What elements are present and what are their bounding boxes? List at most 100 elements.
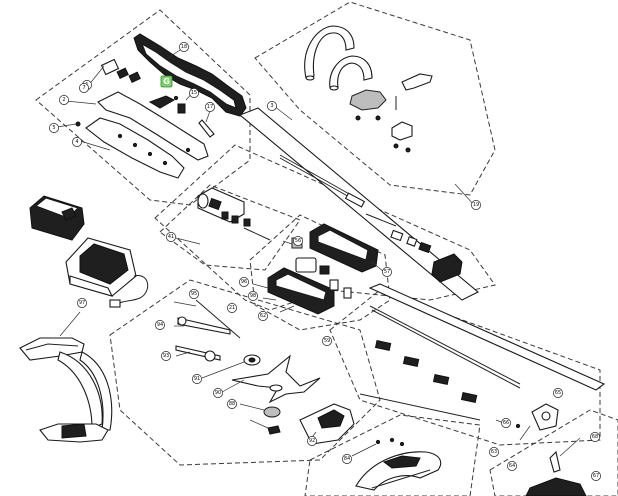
battery-latch: [61, 207, 77, 221]
leader-line: [519, 425, 531, 441]
brush-holder: [243, 218, 251, 227]
callout-circle: [213, 388, 223, 398]
bearing: [406, 236, 418, 247]
callout-circle: [161, 351, 171, 361]
callout-circle: [258, 311, 268, 321]
group-outline-guard: [304, 414, 481, 496]
callout-number: 96: [241, 279, 247, 285]
callout-circle: [192, 374, 202, 384]
tube-rod: [369, 305, 521, 385]
callout-94: 94: [155, 320, 165, 330]
callout-19: 19: [471, 200, 481, 210]
guard-strip: [371, 469, 431, 489]
callout-number: 68: [592, 434, 598, 440]
callout-circle: [590, 432, 600, 442]
callout-number: 66: [503, 420, 509, 426]
callout-circle: [79, 83, 89, 93]
leader-line: [201, 361, 245, 379]
callout-5: 5: [49, 123, 59, 133]
callout-84: 84: [342, 454, 352, 464]
highlight-badge[interactable]: G: [160, 75, 173, 88]
callout-number: 90: [215, 390, 221, 396]
callout-number: 19: [473, 202, 479, 208]
tube-label: [432, 374, 450, 385]
callout-65: 65: [553, 388, 563, 398]
callout-number: 7: [82, 85, 85, 91]
charger-plug: [109, 299, 121, 308]
tube-long: [368, 283, 606, 391]
callout-number: 65: [555, 390, 561, 396]
lower-guard: [351, 437, 442, 491]
bracket-arm: [401, 73, 433, 91]
brush-holder: [221, 211, 229, 220]
group-outline-gearhead: [489, 409, 618, 496]
callout-95: 95: [189, 289, 199, 299]
callout-number: 59: [324, 338, 330, 344]
charger-front: [69, 275, 114, 297]
extension-tube: [359, 283, 606, 421]
handle-housing-other-half: [97, 91, 209, 161]
callout-63: 63: [489, 447, 499, 457]
callout-number: 56: [295, 238, 301, 244]
callout-circle: [239, 277, 249, 287]
callout-93: 93: [161, 351, 171, 361]
guard-shield: [355, 451, 442, 491]
motor-magnet: [208, 197, 222, 211]
pcb-detail: [317, 229, 369, 261]
gearhead-bearing: [541, 411, 551, 421]
leader-line: [59, 311, 81, 337]
callout-number: 98: [250, 293, 256, 299]
callout-circle: [591, 471, 601, 481]
group-outline-loop-handle: [254, 1, 496, 196]
callout-21: 21: [227, 303, 237, 313]
callout-number: 41: [168, 234, 174, 240]
trigger-lever: [148, 95, 176, 109]
callout-17: 17: [205, 102, 215, 112]
motor-body: [197, 187, 245, 223]
callout-circle: [72, 137, 82, 147]
leader-line: [559, 437, 581, 457]
terminal-block-detail: [275, 273, 327, 301]
callout-92: 92: [307, 436, 317, 446]
callout-circle: [189, 289, 199, 299]
callout-circle: [59, 95, 69, 105]
connector: [319, 265, 330, 275]
callout-number: 17: [207, 104, 213, 110]
leader-line: [175, 351, 191, 357]
lock-button: [177, 103, 186, 114]
motor-can: [295, 257, 317, 273]
nut: [393, 143, 399, 149]
nut: [375, 115, 381, 121]
group-outline-handle: [35, 9, 251, 206]
bracket: [391, 121, 413, 141]
loop-handle-tube-end: [329, 85, 339, 91]
guard-cover-insert: [317, 409, 345, 429]
callout-circle: [248, 291, 258, 301]
harness-pad: [19, 337, 85, 361]
charger-cable: [117, 275, 149, 305]
spring-pin: [198, 119, 215, 138]
handle-assembly: [56, 33, 247, 179]
callout-64: 64: [507, 461, 517, 471]
callout-number: 93: [163, 353, 169, 359]
callout-circle: [489, 447, 499, 457]
leader-line: [65, 100, 97, 105]
gearhead-assembly: [495, 403, 587, 496]
leader-line: [262, 297, 277, 301]
callout-57: 57: [382, 267, 392, 277]
callout-7: 7: [79, 83, 89, 93]
callout-circle: [227, 303, 237, 313]
callout-97: 97: [77, 298, 87, 308]
callout-circle: [227, 399, 237, 409]
callout-68: 68: [590, 432, 600, 442]
spool-cap: [263, 406, 281, 418]
callout-67: 67: [591, 471, 601, 481]
callout-91: 91: [192, 374, 202, 384]
callout-15: 15: [189, 88, 199, 98]
callout-labels: 1234571517181921415657596263646566676884…: [49, 42, 601, 481]
blade-hub: [269, 384, 283, 392]
callout-number: 97: [79, 300, 85, 306]
leader-line: [175, 237, 201, 245]
group-outline-shaft: [154, 144, 496, 311]
